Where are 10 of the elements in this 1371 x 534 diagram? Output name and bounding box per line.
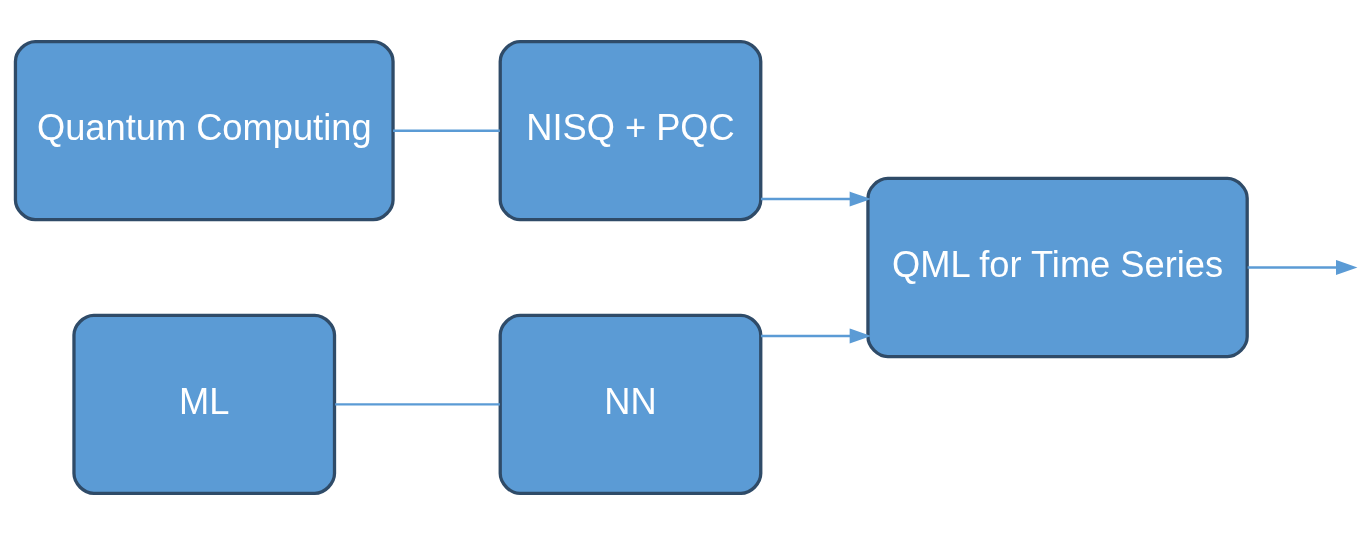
arrow: [760, 191, 872, 207]
node-box: QML for Time Series: [866, 176, 1249, 358]
connector: [393, 128, 500, 132]
node-box: ML: [72, 313, 337, 495]
arrow: [760, 327, 872, 343]
arrow: [1247, 259, 1358, 275]
connector: [335, 402, 500, 406]
node-box: NISQ + PQC: [498, 39, 763, 221]
node-box: Quantum Computing: [13, 39, 395, 221]
node-box: NN: [498, 313, 763, 495]
